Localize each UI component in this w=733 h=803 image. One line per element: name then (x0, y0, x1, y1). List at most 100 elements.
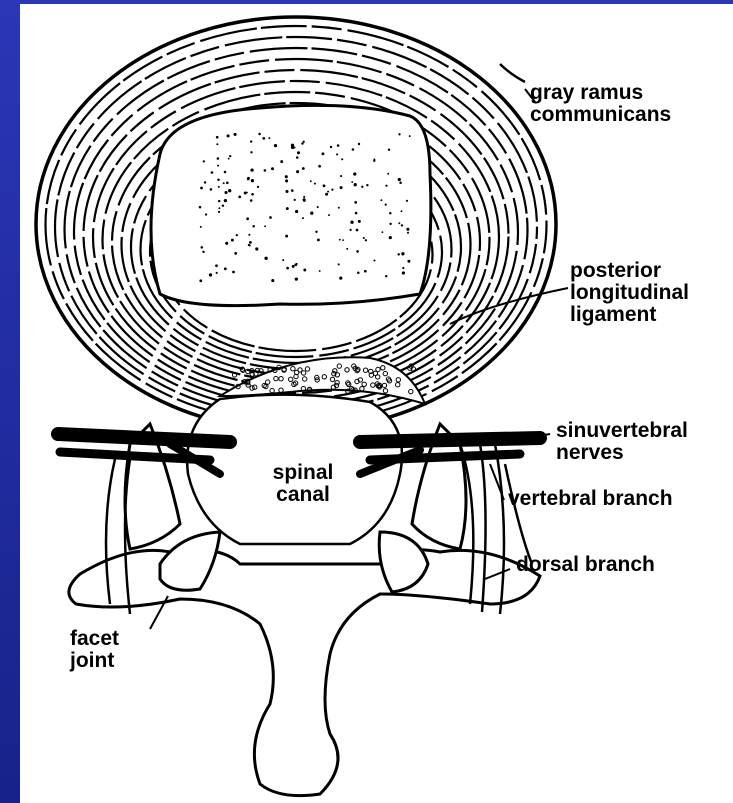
nucleus-dot (358, 220, 361, 223)
nucleus-dot (271, 167, 274, 170)
label-spinal-canal: spinal canal (248, 462, 358, 506)
nucleus-dot (356, 250, 359, 253)
nucleus-dot (389, 223, 391, 225)
nucleus-dot (310, 180, 312, 182)
nucleus-dot (247, 178, 249, 180)
nucleus-dot (223, 182, 225, 184)
nucleus-dot (380, 199, 382, 201)
nucleus-dot (238, 196, 241, 199)
nucleus-dot (398, 133, 400, 135)
nucleus-dot (398, 178, 401, 181)
nucleus-dot (285, 179, 288, 182)
nucleus-dot (364, 270, 367, 273)
nucleus-dot (385, 275, 387, 277)
nucleus-dot (352, 148, 355, 151)
figure-panel: gray ramus communicans posterior longitu… (20, 4, 733, 803)
nucleus-dot (250, 151, 252, 153)
nucleus-dot (218, 186, 220, 188)
nucleus-dot (409, 135, 411, 137)
nucleus-dot (199, 279, 202, 282)
nucleus-dot (346, 248, 348, 250)
nucleus-pulposus (151, 105, 431, 305)
nucleus-dot (353, 172, 356, 175)
nucleus-dot (292, 265, 295, 268)
nucleus-dot (366, 184, 368, 186)
nucleus-dot (402, 267, 404, 269)
nucleus-dot (331, 188, 333, 190)
nucleus-dot (200, 187, 203, 190)
nucleus-dot (227, 134, 230, 137)
nucleus-dot (246, 192, 248, 194)
nucleus-dot (285, 235, 288, 238)
nucleus-dot (339, 239, 341, 241)
nucleus-dot (224, 191, 227, 194)
nucleus-dot (251, 179, 254, 182)
nucleus-dot (317, 238, 320, 241)
nucleus-dot (407, 232, 409, 234)
nucleus-dot (236, 234, 238, 236)
nucleus-dot (280, 160, 283, 163)
nucleus-dot (282, 259, 284, 261)
nucleus-dot (398, 222, 400, 224)
nucleus-dot (286, 267, 289, 270)
lamina-and-spinous-process (69, 550, 540, 796)
nucleus-dot (406, 200, 408, 202)
nucleus-dot (232, 271, 235, 274)
nucleus-dot (216, 136, 219, 139)
nucleus-dot (291, 189, 294, 192)
nucleus-dot (205, 213, 207, 215)
nucleus-dot (246, 217, 249, 220)
nucleus-dot (402, 271, 405, 274)
nucleus-dot (295, 277, 298, 280)
nucleus-dot (358, 143, 360, 145)
nucleus-dot (255, 247, 258, 250)
nucleus-dot (285, 175, 288, 178)
nucleus-dot (218, 211, 220, 213)
nucleus-dot (224, 171, 227, 174)
nucleus-dot (303, 199, 306, 202)
nucleus-dot (251, 193, 254, 196)
nucleus-dot (252, 225, 255, 228)
nucleus-dot (337, 144, 340, 147)
nucleus-dot (373, 259, 375, 261)
nucleus-dot (319, 270, 321, 272)
nucleus-dot (336, 153, 338, 155)
nucleus-dot (262, 137, 265, 140)
nucleus-dot (271, 279, 274, 282)
nucleus-dot (330, 146, 332, 148)
nucleus-dot (302, 217, 304, 219)
nucleus-dot (296, 170, 299, 173)
label-facet-joint: facet joint (70, 628, 119, 672)
nucleus-dot (217, 179, 220, 182)
nucleus-dot (248, 234, 250, 236)
nucleus-dot (303, 269, 306, 272)
nucleus-dot (338, 263, 340, 265)
nucleus-dot (340, 175, 342, 177)
nucleus-dot (351, 181, 353, 183)
nucleus-dot (228, 189, 231, 192)
nucleus-dot (339, 277, 342, 280)
nucleus-dot (210, 188, 213, 191)
nucleus-dot (211, 171, 214, 174)
nucleus-dot (296, 156, 299, 159)
nucleus-dot (381, 231, 383, 233)
nucleus-dot (401, 210, 403, 212)
nucleus-dot (264, 257, 267, 260)
nucleus-dot (258, 133, 261, 136)
gray-ramus-communicans (500, 64, 525, 82)
label-vertebral-branch: vertebral branch (508, 488, 673, 510)
nucleus-dot (217, 165, 219, 167)
nucleus-dot (216, 143, 218, 145)
nucleus-dot (354, 201, 357, 204)
nucleus-dot (201, 246, 204, 249)
nucleus-dot (264, 169, 267, 172)
nucleus-dot (355, 212, 358, 215)
nucleus-dot (294, 199, 296, 201)
nucleus-dot (401, 224, 403, 226)
nucleus-dot (296, 263, 298, 265)
nucleus-dot (325, 193, 328, 196)
nucleus-dot (340, 186, 343, 189)
nucleus-dot (250, 168, 253, 171)
nucleus-dot (203, 160, 205, 162)
nucleus-dot (257, 186, 259, 188)
